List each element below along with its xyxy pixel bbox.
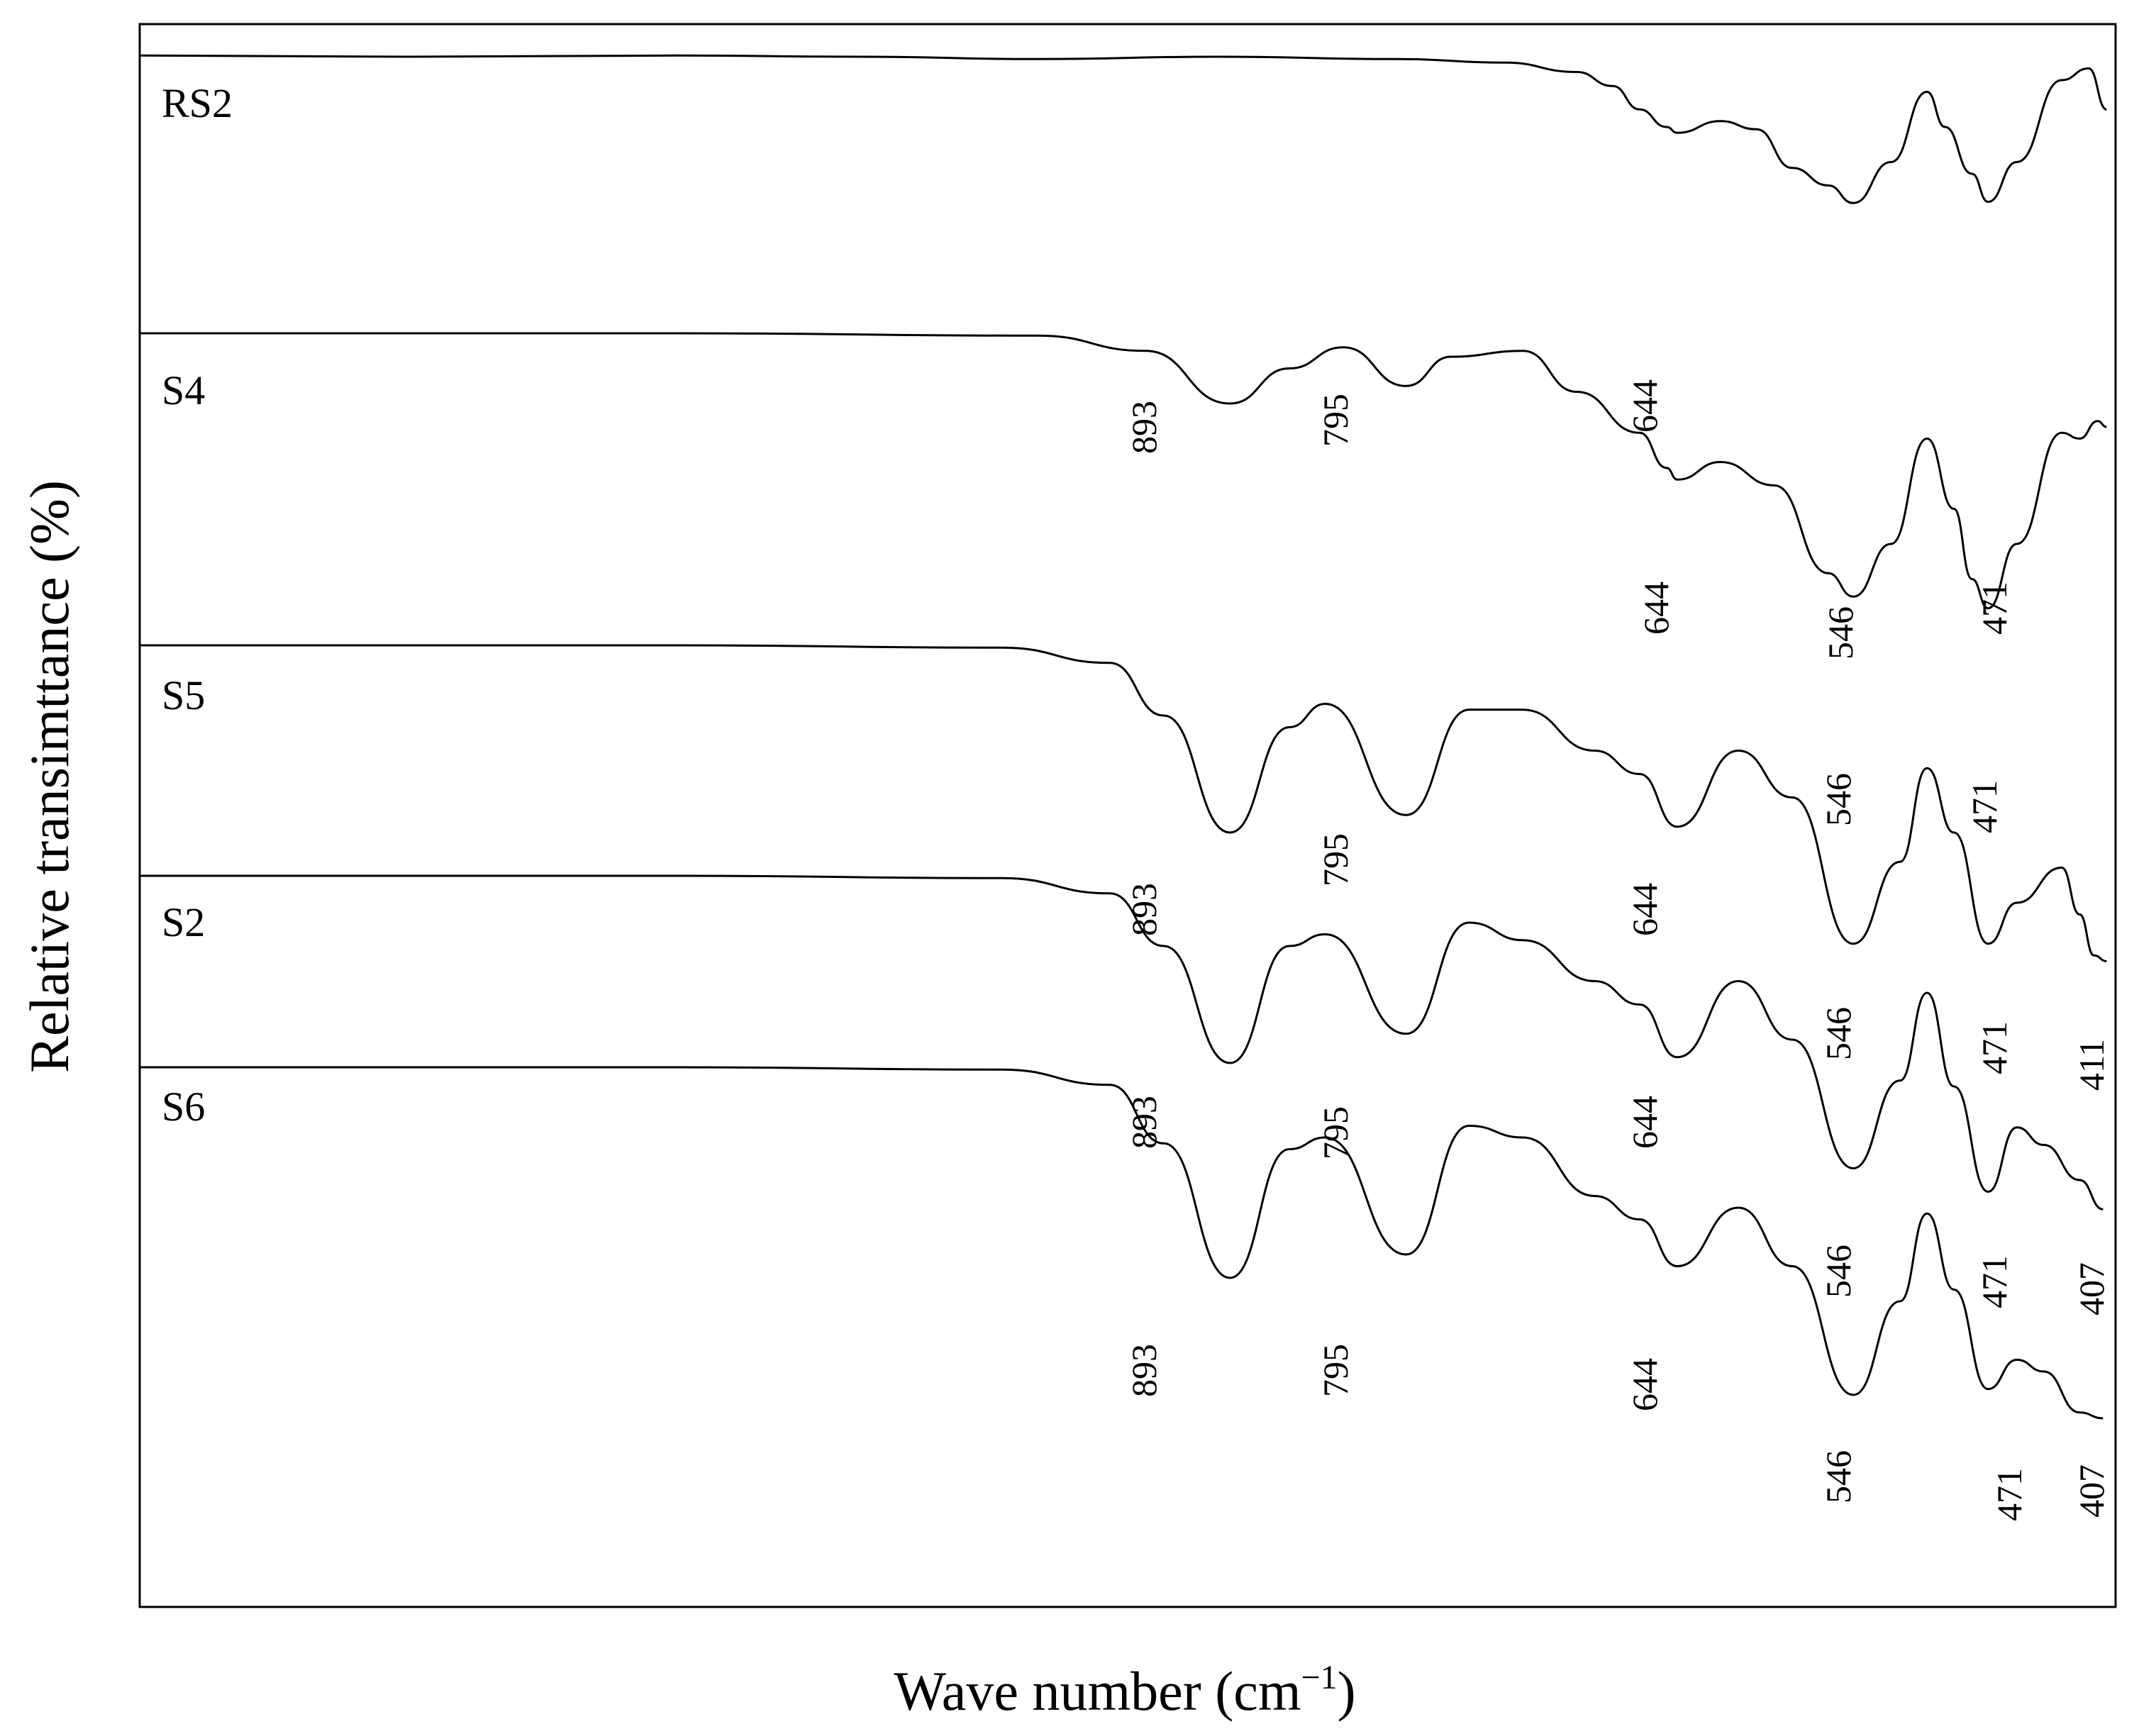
plot-frame (138, 23, 2117, 1608)
peak-label: 407 (2072, 1464, 2111, 1518)
series-label-s4: S4 (162, 367, 205, 413)
x-axis-label: Wave number (cm−1) (894, 1658, 1355, 1723)
peak-label: 546 (1818, 773, 1858, 826)
x-axis-label-superscript: −1 (1301, 1659, 1338, 1696)
peak-label: 795 (1316, 1106, 1355, 1159)
peak-label: 795 (1316, 394, 1355, 447)
peak-label: 893 (1124, 1344, 1164, 1397)
peak-label: 546 (1818, 1007, 1858, 1060)
peak-annotations: 644 546 471 893 795 644 546 471 893 795 … (1124, 379, 2111, 1521)
peak-label: 471 (1965, 780, 2004, 833)
peak-label: 893 (1124, 401, 1164, 454)
peak-label: 644 (1625, 1096, 1665, 1149)
y-axis-label: Relative transimttance (%) (18, 480, 80, 1073)
curve-s2 (139, 874, 2104, 1211)
peak-label: 546 (1818, 1245, 1858, 1298)
series-label-s5: S5 (162, 672, 205, 718)
peak-label: 411 (2072, 1039, 2111, 1091)
peak-label: 644 (1636, 582, 1676, 635)
series-label-rs2: RS2 (162, 80, 233, 126)
x-axis-label-close: ) (1337, 1660, 1356, 1722)
peak-label: 471 (1974, 1255, 2014, 1308)
peak-label: 644 (1625, 883, 1665, 936)
series-name-labels: RS2 S4 S5 S2 S6 (162, 80, 233, 1130)
peak-label: 471 (1974, 1021, 2014, 1074)
series-label-s6: S6 (162, 1084, 205, 1130)
curve-rs2 (139, 54, 2107, 204)
peak-label: 471 (1974, 582, 2014, 635)
spectra-curves (139, 54, 2107, 1420)
peak-label: 546 (1821, 606, 1860, 660)
curve-s6 (140, 1066, 2104, 1420)
peak-label: 644 (1625, 379, 1665, 433)
peak-label: 407 (2072, 1262, 2111, 1315)
peak-label: 546 (1818, 1450, 1858, 1503)
peak-label: 893 (1124, 883, 1164, 936)
peak-label: 795 (1316, 833, 1355, 886)
curve-s5 (139, 644, 2107, 962)
peak-label: 893 (1124, 1096, 1164, 1149)
peak-label: 644 (1625, 1358, 1665, 1411)
x-axis-label-main: Wave number (cm (894, 1660, 1301, 1722)
peak-label: 471 (1989, 1468, 2029, 1521)
series-label-s2: S2 (162, 899, 205, 945)
peak-label: 795 (1316, 1344, 1355, 1397)
curve-s4 (140, 332, 2107, 610)
